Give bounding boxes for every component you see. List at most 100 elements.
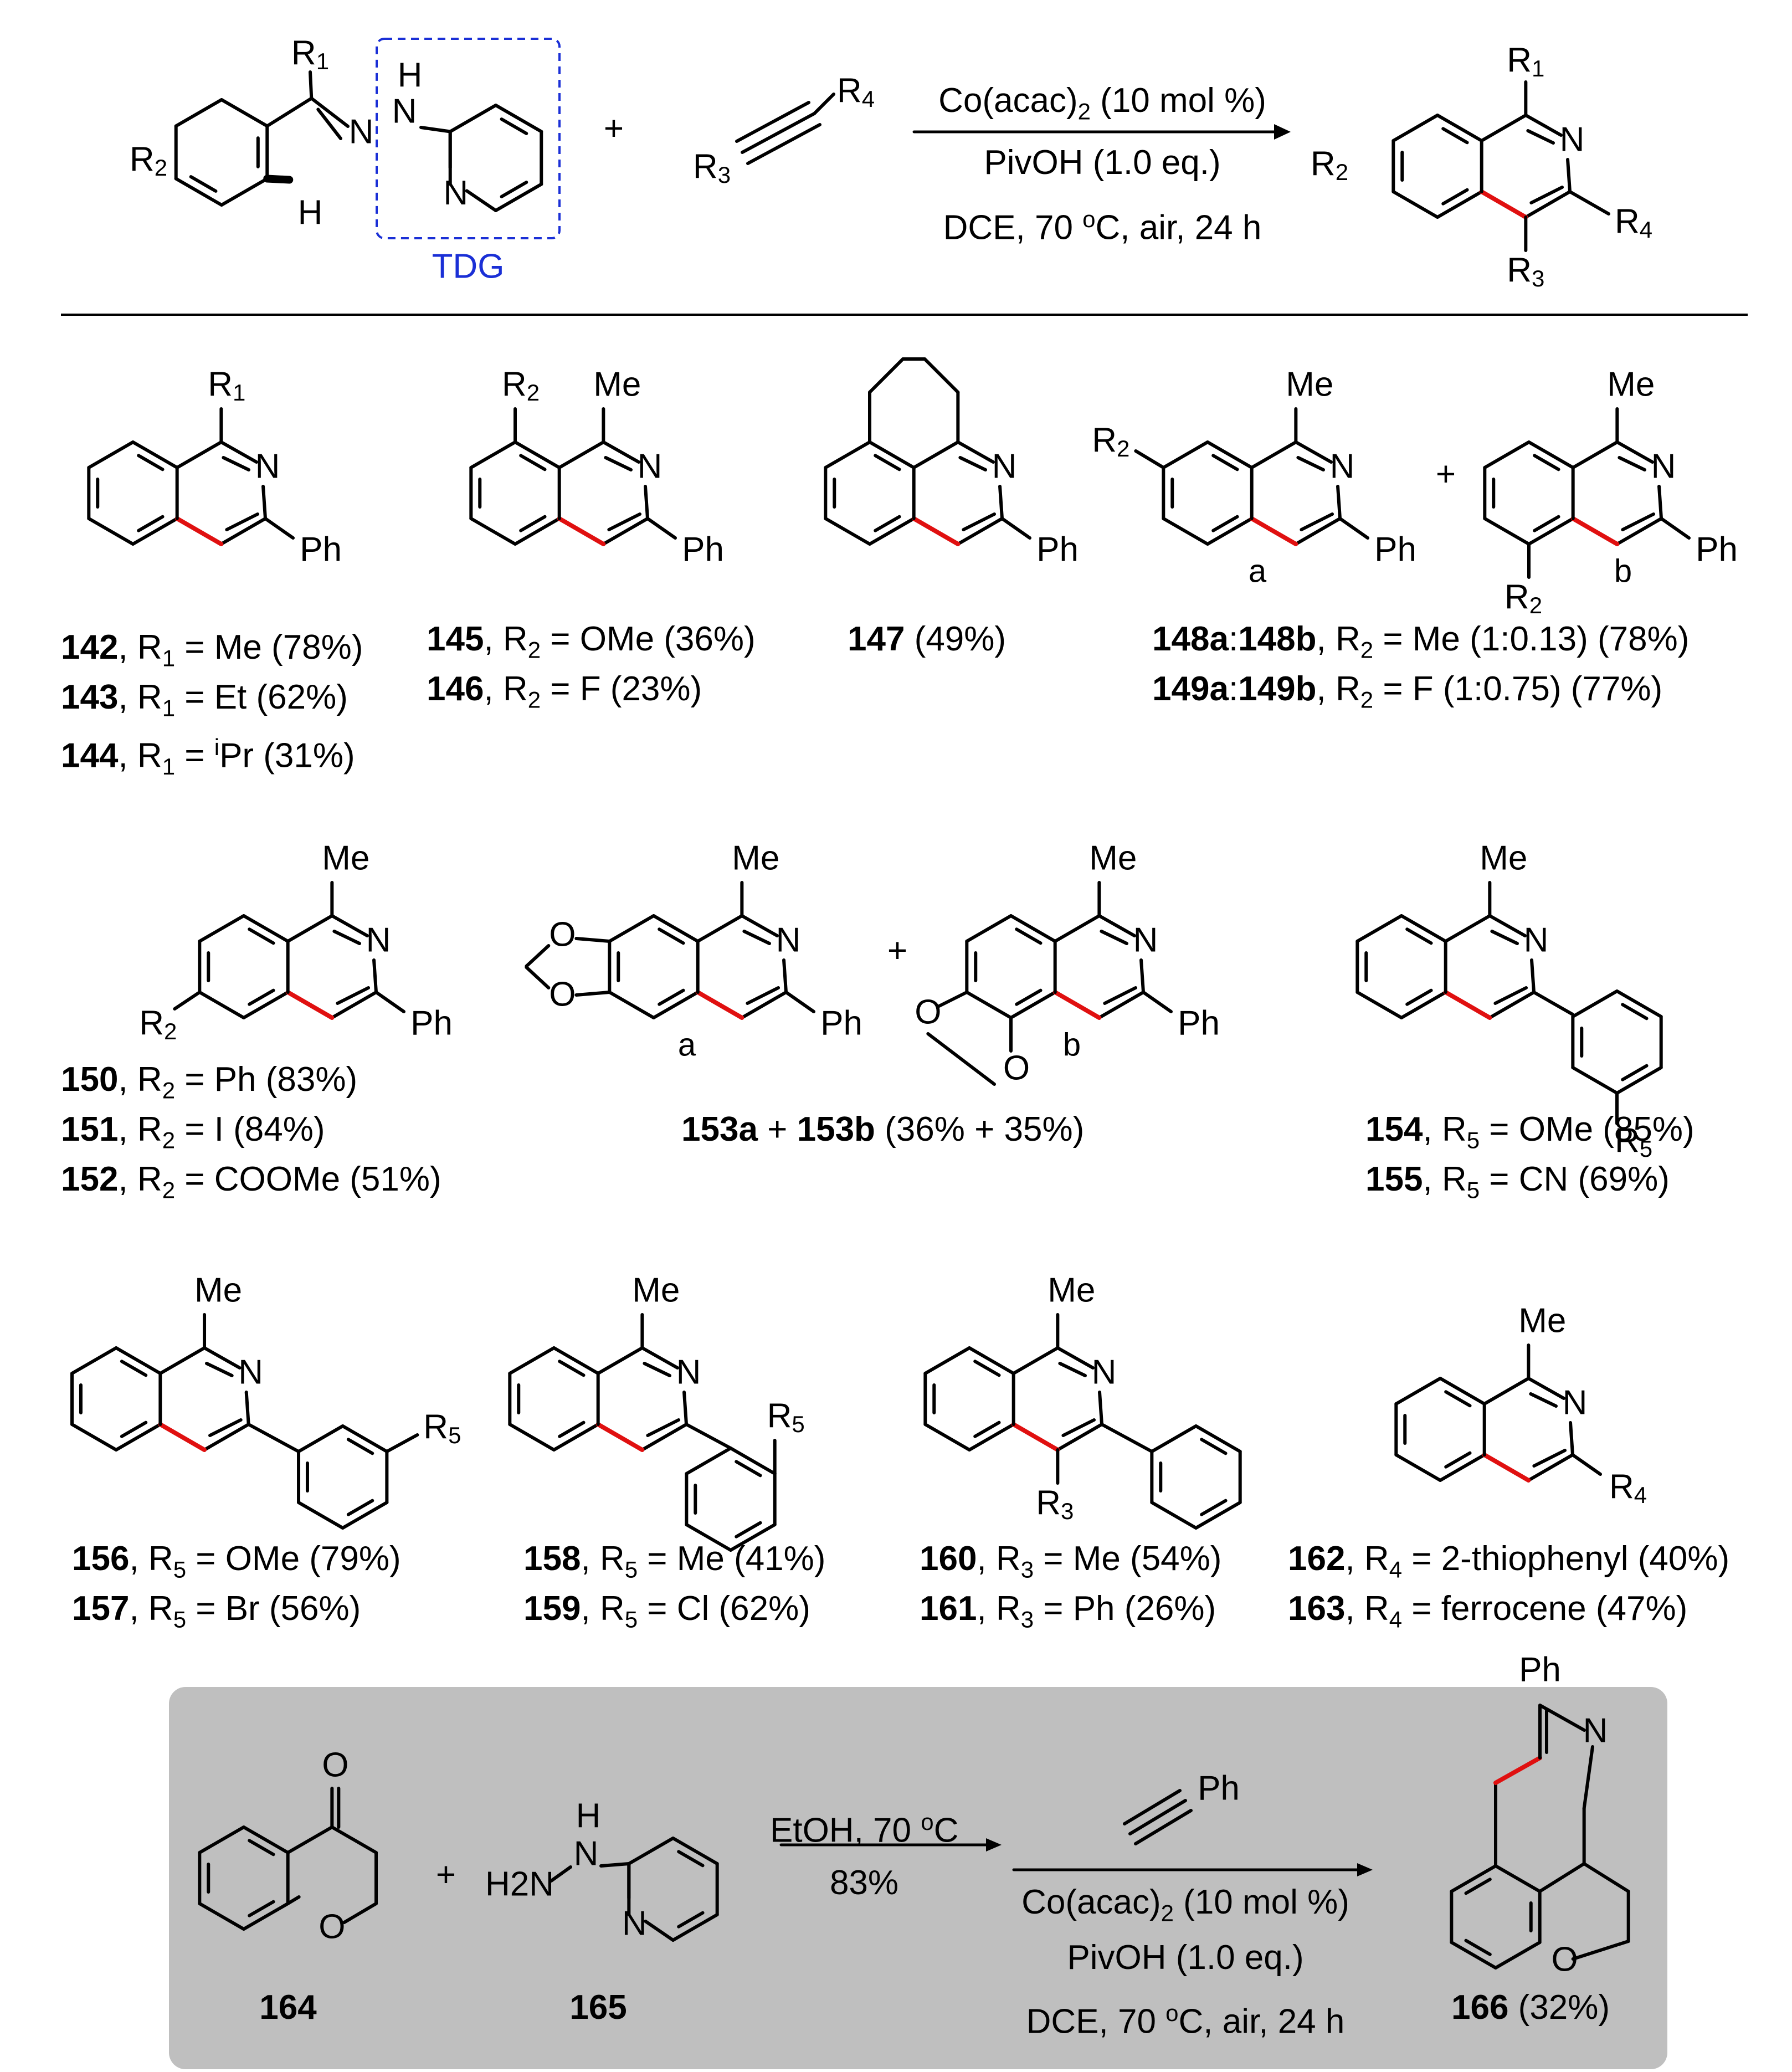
nitrogen-label: N (992, 447, 1017, 485)
bond-19 (465, 189, 497, 212)
isomer-b-label: b (1614, 553, 1632, 589)
bond-155 (336, 986, 371, 1005)
bond-121 (1134, 449, 1165, 469)
bond-217 (1493, 986, 1528, 1005)
methyl-label: Me (322, 839, 369, 877)
bond-310 (1150, 1501, 1198, 1530)
bond-295 (923, 1346, 971, 1375)
bond-320 (1394, 1453, 1442, 1482)
bond-101 (923, 357, 960, 394)
bond-285 (685, 1447, 733, 1475)
bond-218 (1443, 990, 1492, 1020)
condition-catalyst: Co(acac)2 (10 mol %) (938, 81, 1266, 125)
tdg-box (376, 38, 561, 239)
bond-3 (220, 177, 269, 207)
bond-151 (330, 914, 369, 937)
bond-142 (242, 914, 290, 943)
bond-212 (1444, 914, 1492, 943)
r1-label: R1 (291, 34, 329, 74)
methyl-label: Me (632, 1271, 680, 1309)
bond-339 (198, 1902, 245, 1931)
bond-374 (1493, 1756, 1542, 1785)
bond-208 (1355, 991, 1403, 1019)
bond-288 (968, 1346, 1015, 1375)
bond-4 (174, 177, 223, 207)
bond-182 (525, 966, 551, 989)
bond-54 (219, 440, 259, 464)
bond-40 (1479, 189, 1528, 219)
bond-252 (341, 1501, 389, 1530)
caption-143: 143, R1 = Et (62%) (61, 678, 348, 721)
bond-226 (1621, 1064, 1649, 1081)
nitrogen-label: N (1563, 1383, 1588, 1422)
bond-197 (1052, 990, 1102, 1020)
bond-37 (1566, 158, 1572, 193)
bond-327 (1569, 1421, 1575, 1456)
inset-panel (169, 1687, 1667, 2069)
condition-solvent: DCE, 70 oC, air, 24 h (943, 206, 1262, 247)
bond-52 (87, 440, 135, 469)
bond-105 (1211, 454, 1239, 471)
r5-label: R5 (767, 1397, 805, 1437)
bond-149 (198, 914, 245, 943)
bond-77 (557, 516, 606, 546)
bond-334 (242, 1825, 290, 1854)
bond-259 (385, 1433, 419, 1453)
methyl-label: Me (194, 1271, 242, 1309)
alkyne-r3-label: R3 (693, 147, 731, 188)
bond-329 (1532, 1449, 1567, 1468)
bond-12 (494, 104, 543, 134)
inset-step2-catalyst: Co(acac)2 (10 mol %) (1021, 1883, 1349, 1926)
bond-126 (1533, 515, 1560, 532)
methyl-label: Me (1480, 839, 1527, 877)
oxygen-label: O (549, 975, 576, 1013)
bond-368 (1450, 1941, 1497, 1970)
bond-381 (1582, 1862, 1630, 1893)
bond-369 (1464, 1938, 1492, 1956)
inset-label-164: 164 (259, 1988, 317, 2027)
plus-sign: + (1436, 455, 1456, 493)
inset-step1-solvent: EtOH, 70 oC (770, 1809, 959, 1850)
methyl-label: Me (1518, 1301, 1566, 1340)
bond-36 (1526, 129, 1555, 145)
bond-343 (286, 1825, 334, 1854)
methyl-label: Me (1607, 365, 1655, 403)
ortho-h-label: H (298, 193, 323, 232)
bond-143 (248, 927, 275, 945)
phenyl-label: Ph (682, 530, 724, 568)
bond-352 (677, 1850, 705, 1868)
bond-18 (448, 104, 497, 134)
r2-label: R2 (1092, 421, 1129, 461)
bond-333 (1571, 1453, 1603, 1476)
bond-235 (120, 1420, 148, 1438)
bond-318 (1439, 1453, 1486, 1482)
bond-193 (1100, 930, 1129, 945)
bond-297 (1056, 1346, 1095, 1370)
product-r4-label: R4 (1615, 202, 1652, 243)
bond-260 (552, 1346, 600, 1375)
bond-111 (1162, 440, 1209, 469)
bond-350 (550, 1865, 572, 1883)
bond-25 (813, 93, 835, 115)
bond-132 (1615, 440, 1655, 464)
bond-124 (1533, 454, 1560, 471)
bond-236 (70, 1423, 118, 1452)
bond-185 (1009, 991, 1057, 1019)
bond-27 (1441, 127, 1469, 145)
bond-211 (1355, 914, 1403, 943)
bond-360 (599, 1862, 631, 1868)
hydrazone-h-label: H (398, 56, 423, 94)
bond-95 (962, 512, 997, 531)
bond-125 (1527, 517, 1575, 546)
bond-371 (1450, 1864, 1497, 1893)
bond-355 (677, 1911, 705, 1929)
bond-53 (175, 440, 223, 469)
product-r1-label: R1 (1507, 41, 1544, 81)
bond-191 (1053, 914, 1101, 943)
bond-30 (1392, 190, 1439, 219)
bond-263 (558, 1420, 586, 1438)
bond-136 (1621, 512, 1656, 531)
bond-223 (1621, 1003, 1649, 1020)
bond-239 (70, 1346, 118, 1375)
caption-149: 149a:149b, R2 = F (1:0.75) (77%) (1152, 670, 1663, 713)
